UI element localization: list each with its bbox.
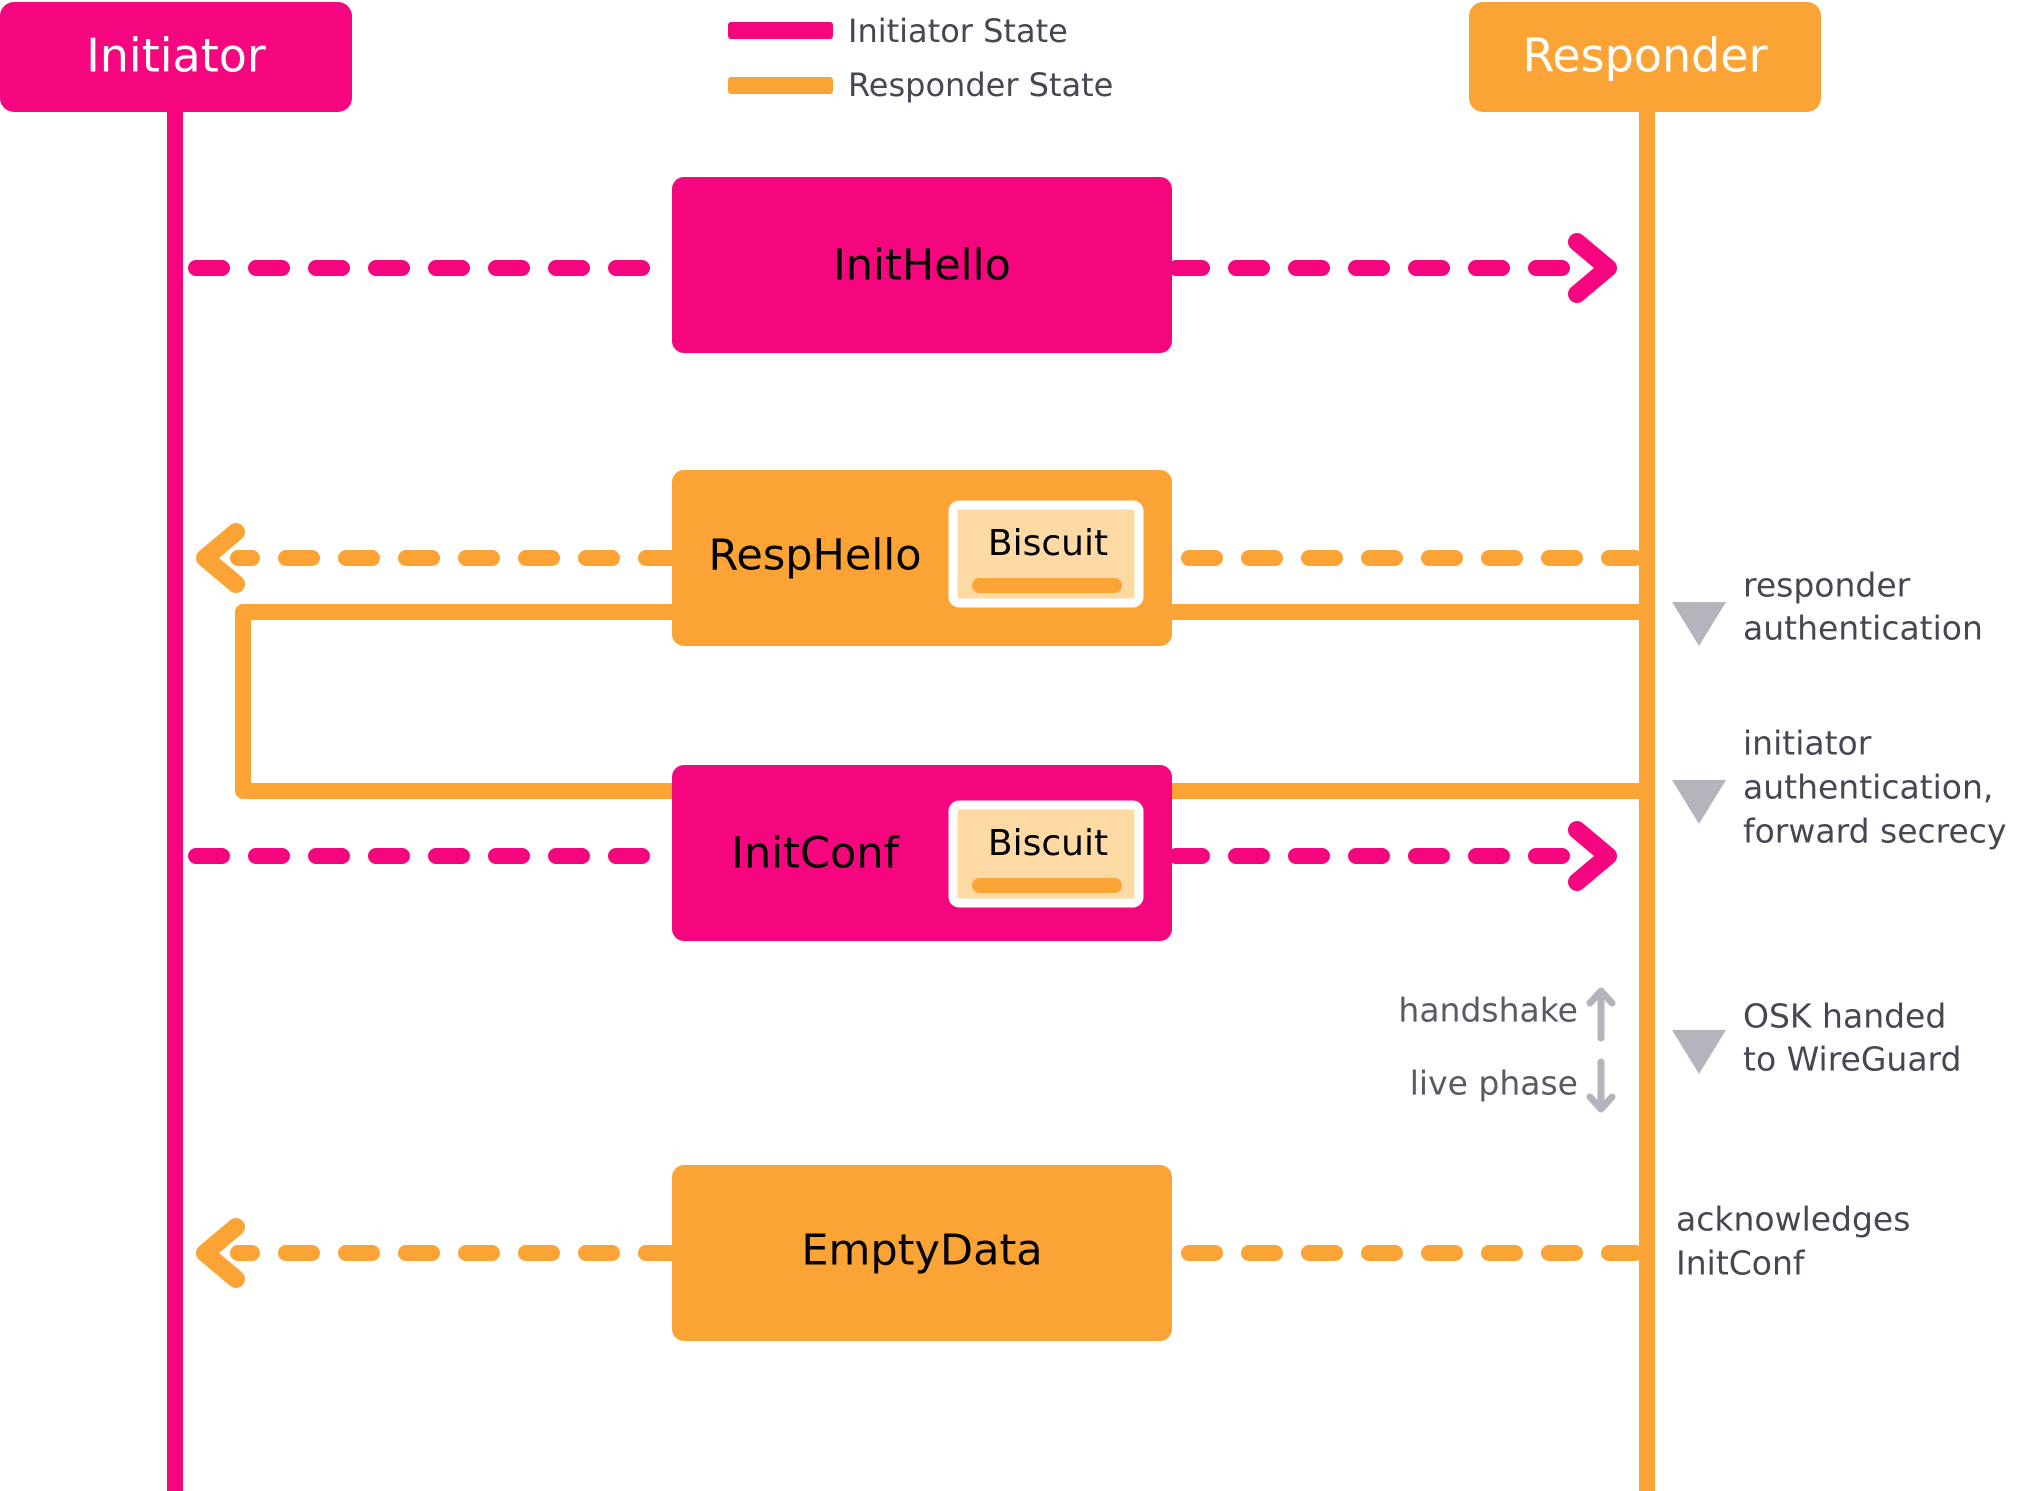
initiator-header-label: Initiator bbox=[86, 29, 266, 83]
arrow-up-icon bbox=[1586, 987, 1616, 1042]
responder-header-box bbox=[1469, 2, 1821, 112]
annotation-line-1: acknowledges bbox=[1676, 1200, 1910, 1239]
init-conf-arrowhead-icon bbox=[1568, 821, 1617, 891]
empty-data-arrowhead-icon bbox=[196, 1218, 245, 1288]
annotation-line-1: responder bbox=[1743, 566, 1911, 605]
triangle-down-icon bbox=[1672, 1030, 1726, 1074]
triangle-down-icon bbox=[1672, 780, 1726, 824]
annotation-line-1: initiator bbox=[1743, 724, 1872, 763]
responder-header-label: Responder bbox=[1522, 29, 1767, 83]
init-hello-box bbox=[672, 177, 1172, 353]
annotation-line-2: InitConf bbox=[1676, 1244, 1806, 1283]
message-init-hello[interactable]: InitHello bbox=[188, 177, 1617, 353]
annotation-osk-handed-to-wireguard: OSK handed to WireGuard bbox=[1672, 997, 1961, 1079]
legend: Initiator State Responder State bbox=[728, 12, 1113, 104]
legend-item-initiator-state: Initiator State bbox=[728, 12, 1068, 50]
legend-swatch-initiator bbox=[728, 22, 833, 39]
legend-label-responder-state: Responder State bbox=[848, 66, 1113, 104]
init-conf-biscuit[interactable]: Biscuit bbox=[948, 800, 1144, 908]
lane-header-initiator[interactable]: Initiator bbox=[0, 2, 352, 112]
resp-hello-label: RespHello bbox=[708, 531, 921, 581]
lane-header-responder[interactable]: Responder bbox=[1469, 2, 1821, 112]
annotation-acknowledges-initconf: acknowledges InitConf bbox=[1676, 1200, 1910, 1283]
message-init-conf[interactable]: InitConf Biscuit bbox=[188, 765, 1647, 941]
phase-handshake-label: handshake bbox=[1398, 991, 1578, 1030]
arrow-down-icon bbox=[1586, 1058, 1616, 1113]
message-empty-data[interactable]: EmptyData bbox=[196, 1165, 1643, 1341]
legend-item-responder-state: Responder State bbox=[728, 66, 1113, 104]
annotation-line-2: to WireGuard bbox=[1743, 1040, 1961, 1079]
phase-divider: handshake live phase bbox=[1398, 987, 1616, 1113]
init-conf-biscuit-bar bbox=[972, 878, 1122, 893]
annotation-line-2: authentication, bbox=[1743, 768, 1993, 807]
init-hello-label: InitHello bbox=[833, 241, 1011, 291]
annotation-line-2: authentication bbox=[1743, 609, 1983, 648]
resp-hello-state-route-left bbox=[235, 604, 684, 799]
legend-swatch-responder bbox=[728, 77, 833, 94]
legend-label-initiator-state: Initiator State bbox=[848, 12, 1068, 50]
triangle-down-icon bbox=[1672, 602, 1726, 646]
message-resp-hello[interactable]: RespHello Biscuit bbox=[196, 470, 1647, 799]
init-hello-arrowhead-icon bbox=[1568, 233, 1617, 303]
annotation-line-3: forward secrecy bbox=[1743, 812, 2006, 851]
annotation-line-1: OSK handed bbox=[1743, 997, 1946, 1036]
annotation-initiator-authentication: initiator authentication, forward secrec… bbox=[1672, 724, 2006, 851]
resp-hello-biscuit-label: Biscuit bbox=[988, 523, 1108, 564]
phase-live-label: live phase bbox=[1410, 1064, 1578, 1103]
empty-data-box bbox=[672, 1165, 1172, 1341]
annotation-responder-authentication: responder authentication bbox=[1672, 566, 1983, 648]
init-conf-label: InitConf bbox=[731, 829, 899, 879]
initiator-lifeline bbox=[167, 80, 183, 1491]
empty-data-label: EmptyData bbox=[801, 1226, 1042, 1276]
initiator-header-box bbox=[0, 2, 352, 112]
resp-hello-biscuit-bar bbox=[972, 578, 1122, 593]
resp-hello-biscuit[interactable]: Biscuit bbox=[948, 500, 1144, 608]
init-conf-biscuit-label: Biscuit bbox=[988, 823, 1108, 864]
resp-hello-arrowhead-icon bbox=[196, 523, 245, 593]
